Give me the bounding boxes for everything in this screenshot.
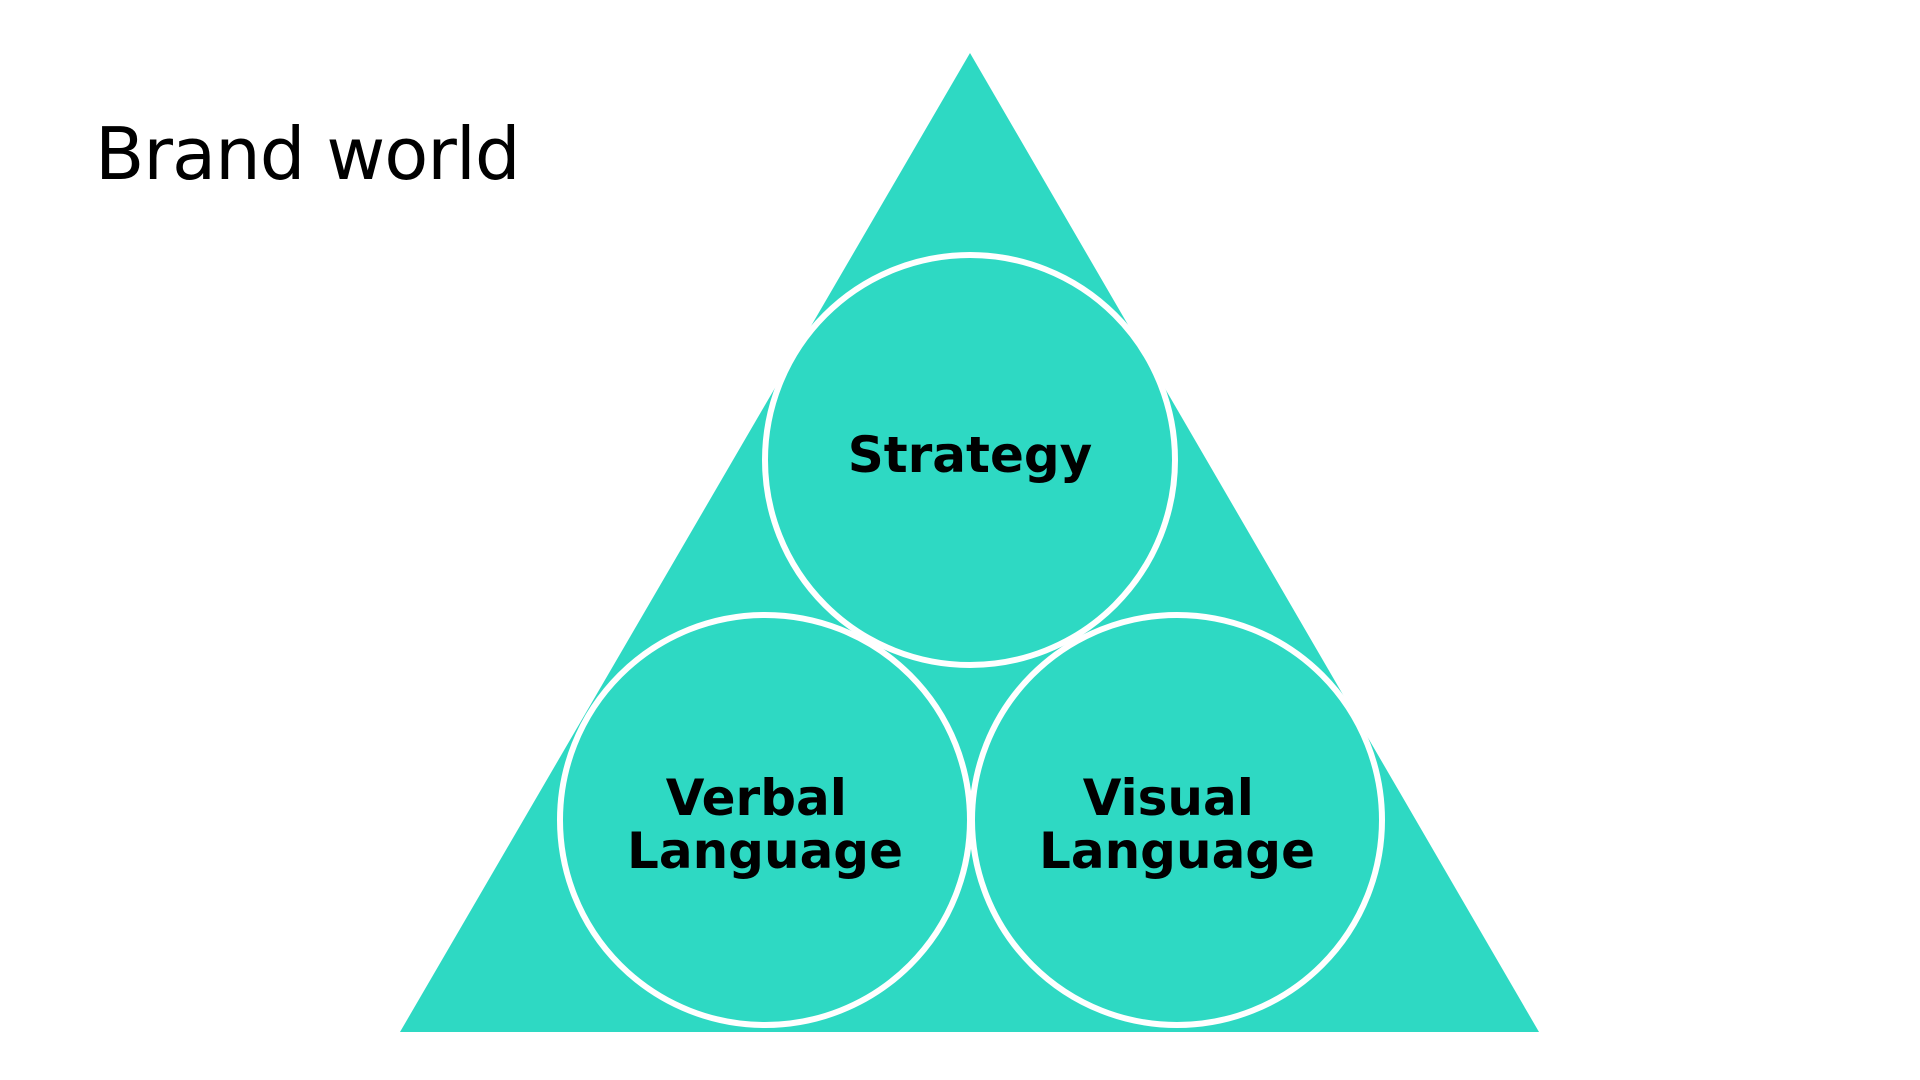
strategy-label: Strategy [848,426,1093,484]
verbal-label-line-2: Language [627,822,903,880]
circle-group-visual: Visual Language [969,612,1385,1028]
page-title: Brand world [95,112,521,196]
strategy-label-line: Strategy [848,426,1093,484]
circle-group-verbal: Verbal Language [557,612,973,1028]
verbal-language-label: Verbal Language [627,769,903,880]
visual-label-line-2: Language [1039,822,1315,880]
circle-group-strategy: Strategy [762,252,1178,668]
strategy-circle [762,252,1178,668]
visual-label-line-1: Visual [1083,769,1254,827]
verbal-label-line-1: Verbal [666,769,847,827]
visual-language-label: Visual Language [1039,769,1315,880]
visual-language-circle [969,612,1385,1028]
